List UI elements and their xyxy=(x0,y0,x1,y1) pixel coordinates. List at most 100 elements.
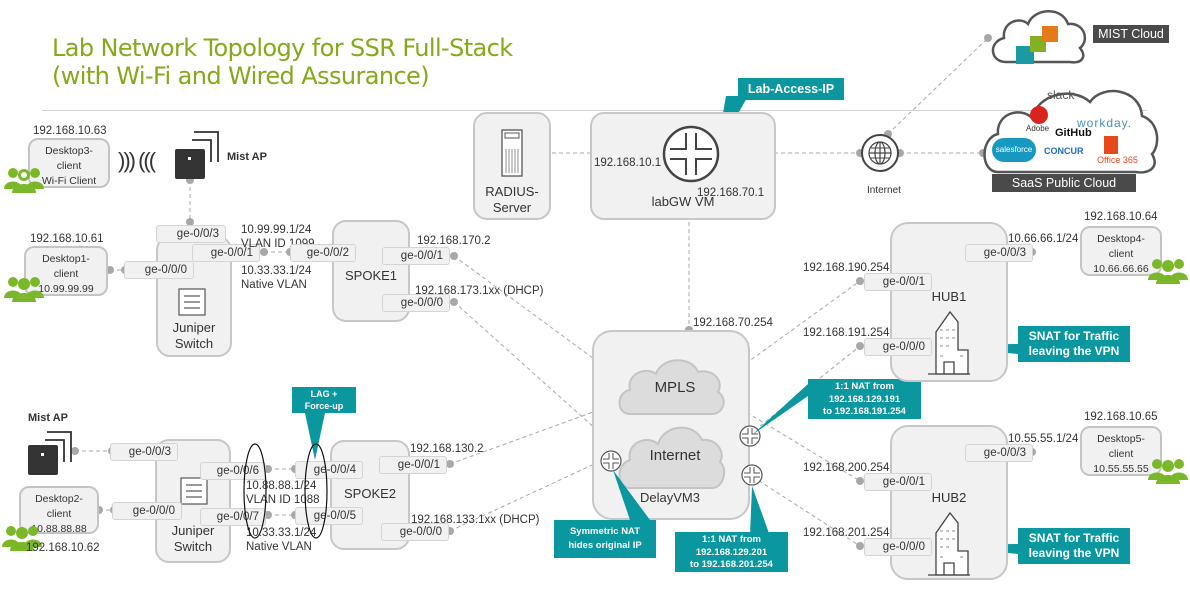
spoke2-port-ge-0-0-1[interactable]: ge-0/0/1 xyxy=(379,456,447,474)
link2-native-vlan: Native VLAN xyxy=(246,541,312,553)
switch1-port-ge-0-0-0[interactable]: ge-0/0/0 xyxy=(124,261,194,279)
mist-cloud-icon xyxy=(991,10,1087,64)
switch1-port-ge-0-0-1[interactable]: ge-0/0/1 xyxy=(192,244,260,262)
link-nat-hub2 xyxy=(752,476,861,547)
desktop2-client[interactable]: Desktop2- client 10.88.88.88 xyxy=(19,486,99,535)
spoke2-ip-ge-0-0-1: 192.168.130.2 xyxy=(410,443,484,455)
users-group-icon xyxy=(4,168,44,193)
hub2-port-ge-0-0-1[interactable]: ge-0/0/1 xyxy=(864,473,932,491)
github-logo: GitHub xyxy=(1055,127,1092,139)
symmetric-nat-line1: Symmetric NAT xyxy=(569,526,641,537)
spoke1-ip-ge-0-0-1: 192.168.170.2 xyxy=(417,235,491,247)
desktop3-ip: 192.168.10.63 xyxy=(33,125,107,137)
desktop1-line3: 10.99.99.99 xyxy=(38,283,94,295)
snat-hub2-callout: SNAT for Traffic leaving the VPN xyxy=(1018,528,1130,564)
users-group-icon xyxy=(2,526,42,551)
spoke1-port-ge-0-0-0[interactable]: ge-0/0/0 xyxy=(382,294,450,312)
hub2-label: HUB2 xyxy=(931,490,967,505)
spoke2-port-ge-0-0-0[interactable]: ge-0/0/0 xyxy=(381,523,449,541)
mist-ap-bottom-icon[interactable] xyxy=(28,445,58,475)
spoke2-port-ge-0-0-4[interactable]: ge-0/0/4 xyxy=(295,461,363,479)
link2-lower-labels: 10.33.33.1/24 Native VLAN xyxy=(246,526,316,554)
desktop3-client[interactable]: Desktop3- client Wi-Fi Client xyxy=(28,138,110,188)
desktop1-line2: client xyxy=(53,268,79,280)
router-icon xyxy=(662,125,720,183)
radius-label-line2: Server xyxy=(492,200,532,215)
desktop4-client[interactable]: Desktop4- client 10.66.66.66 xyxy=(1080,226,1162,276)
hub1-ip-ge-0-0-3: 10.66.66.1/24 xyxy=(1008,233,1079,245)
desktop4-ip: 192.168.10.64 xyxy=(1084,211,1158,223)
snat-hub1-line1: SNAT for Traffic xyxy=(1028,329,1120,343)
saas-cloud-label: SaaS Public Cloud xyxy=(992,174,1136,192)
nat-201-line1: 1:1 NAT from xyxy=(702,534,761,545)
switch1-label: Juniper Switch xyxy=(158,320,230,352)
wifi-signal-icon: ))) ((( xyxy=(118,148,156,173)
spoke1-port-ge-0-0-1[interactable]: ge-0/0/1 xyxy=(382,247,450,265)
lag-force-up-callout: LAG + Force-up xyxy=(292,387,356,413)
switch1-port-ge-0-0-3[interactable]: ge-0/0/3 xyxy=(156,225,226,243)
spoke1-label: SPOKE1 xyxy=(344,268,398,283)
lag-line2: Force-up xyxy=(304,401,344,411)
radius-server-node[interactable]: RADIUS- Server xyxy=(473,112,551,220)
internet-cloud-icon xyxy=(618,426,726,489)
internet-cloud-label: Internet xyxy=(649,447,701,464)
link1-native-vlan: Native VLAN xyxy=(241,279,307,291)
mist-ap-bottom-label: Mist AP xyxy=(28,412,68,424)
labgw-label: labGW VM xyxy=(651,194,715,209)
desktop3-line2: client xyxy=(56,160,82,172)
snat-hub2-line1: SNAT for Traffic xyxy=(1028,531,1120,545)
nat-router-icon xyxy=(739,425,761,447)
desktop5-client[interactable]: Desktop5- client 10.55.55.55 xyxy=(1080,426,1162,476)
mist-ap-top-icon[interactable] xyxy=(175,149,205,179)
switch-icon xyxy=(178,288,206,316)
snat-hub1-line2: leaving the VPN xyxy=(1028,344,1120,358)
title-divider xyxy=(42,110,1147,111)
link-spoke2-internet xyxy=(449,459,604,532)
nat-201-callout: 1:1 NAT from 192.168.129.201 to 192.168.… xyxy=(675,532,788,572)
desktop2-ip: 192.168.10.62 xyxy=(26,542,100,554)
switch2-port-ge-0-0-3[interactable]: ge-0/0/3 xyxy=(110,443,178,461)
hub1-ip-ge-0-0-1: 192.168.190.254 xyxy=(803,262,890,274)
radius-server-label: RADIUS- Server xyxy=(475,184,549,216)
link2-upper-labels: 10.88.88.1/24 VLAN ID 1088 xyxy=(246,479,320,507)
nat-router-icon xyxy=(600,450,622,472)
delayvm3-label: DelayVM3 xyxy=(640,490,700,505)
nat-201-line3: to 192.168.201.254 xyxy=(690,559,773,570)
hub1-port-ge-0-0-3[interactable]: ge-0/0/3 xyxy=(965,244,1033,262)
spoke1-ip-ge-0-0-0: 192.168.173.1xx (DHCP) xyxy=(415,285,544,297)
desktop2-line1: Desktop2- xyxy=(35,493,83,505)
link2-native-subnet: 10.33.33.1/24 xyxy=(246,527,317,539)
symmetric-nat-line2: hides original IP xyxy=(568,540,642,551)
switch1-label-line2: Switch xyxy=(174,336,214,351)
nat-router-icon xyxy=(741,464,763,486)
labgw-vm-node[interactable]: labGW VM xyxy=(590,112,776,220)
spoke2-label: SPOKE2 xyxy=(343,486,397,501)
labgw-ip-left: 192.168.10.1 xyxy=(594,157,662,169)
workday-logo: workday. xyxy=(1077,116,1133,130)
desktop4-line3: 10.66.66.66 xyxy=(1093,263,1149,275)
switch1-label-line1: Juniper xyxy=(172,320,216,335)
nat-201-line2: 192.168.129.201 xyxy=(695,546,768,558)
switch2-port-ge-0-0-7[interactable]: ge-0/0/7 xyxy=(200,508,266,526)
link1-native-subnet: 10.33.33.1/24 xyxy=(241,265,312,277)
desktop1-client[interactable]: Desktop1- client 10.99.99.99 xyxy=(24,246,108,296)
hub2-ip-ge-0-0-0: 192.168.201.254 xyxy=(803,527,890,539)
desktop5-line1: Desktop5- xyxy=(1097,433,1145,445)
hub2-port-ge-0-0-0[interactable]: ge-0/0/0 xyxy=(864,538,932,556)
switch2-label: Juniper Switch xyxy=(157,523,229,555)
office365-logo-icon xyxy=(1104,136,1118,154)
desktop5-line2: client xyxy=(1108,448,1134,460)
desktop3-line3: Wi-Fi Client xyxy=(41,175,97,187)
hub1-port-ge-0-0-0[interactable]: ge-0/0/0 xyxy=(864,338,932,356)
mpls-label: MPLS xyxy=(654,379,696,396)
hub1-port-ge-0-0-1[interactable]: ge-0/0/1 xyxy=(864,273,932,291)
mpls-cloud-icon xyxy=(618,359,725,415)
labgw-ip-bottom: 192.168.70.1 xyxy=(697,187,765,199)
salesforce-logo: salesforce xyxy=(992,138,1036,162)
spoke1-port-ge-0-0-2[interactable]: ge-0/0/2 xyxy=(290,244,356,262)
nat-191-line1: 1:1 NAT from xyxy=(835,381,894,392)
link-internet-mist xyxy=(887,37,989,135)
switch2-port-ge-0-0-6[interactable]: ge-0/0/6 xyxy=(200,462,266,480)
hub2-port-ge-0-0-3[interactable]: ge-0/0/3 xyxy=(965,444,1033,462)
switch2-port-ge-0-0-0[interactable]: ge-0/0/0 xyxy=(112,502,182,520)
